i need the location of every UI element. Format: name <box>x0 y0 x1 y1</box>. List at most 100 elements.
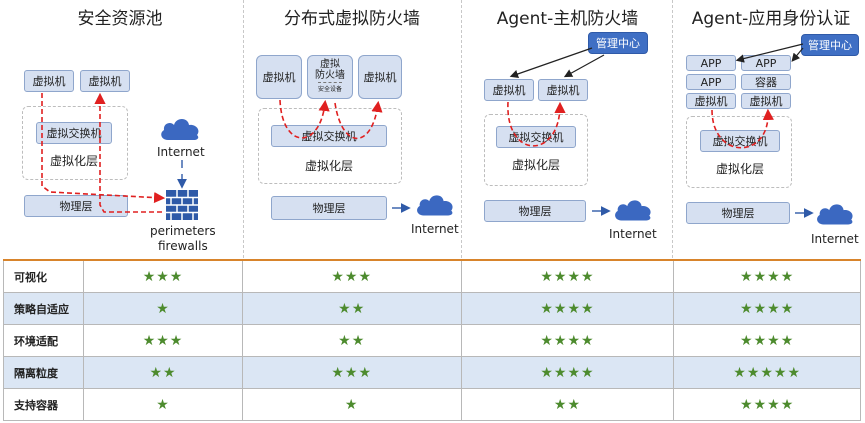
title-agent-app-auth: Agent-应用身份认证 <box>691 9 851 29</box>
col1-virt-layer-label: 虚拟化层 <box>50 154 99 168</box>
rating-cell: ★ <box>83 388 243 421</box>
column-separator-2 <box>461 0 462 258</box>
rating-cell: ★★★★ <box>460 292 675 326</box>
rating-cell: ★★★★ <box>460 324 675 358</box>
star-rating: ★★★ <box>142 332 184 349</box>
title-agent-host-fw: Agent-主机防火墙 <box>496 9 639 29</box>
col1-perimeter-label-1: perimeters <box>150 224 216 238</box>
col1-vm-1: 虚拟机 <box>24 70 74 92</box>
col4-app-2: APP <box>741 55 791 71</box>
col3-management-center: 管理中心 <box>588 32 648 54</box>
star-rating: ★★★★ <box>740 268 795 285</box>
rating-cell: ★★ <box>83 356 243 390</box>
title-distributed-fw: 分布式虚拟防火墙 <box>284 9 420 29</box>
column-separator-1 <box>243 0 244 258</box>
rating-cell: ★★★ <box>83 324 243 358</box>
star-rating: ★★ <box>338 332 366 349</box>
col2-vm-1: 虚拟机 <box>256 55 302 99</box>
star-rating: ★★★★★ <box>733 364 802 381</box>
col4-management-center: 管理中心 <box>801 34 859 56</box>
col4-physical-layer: 物理层 <box>686 202 790 224</box>
table-row: 策略自适应★★★★★★★★★★★ <box>2 292 861 326</box>
star-rating: ★★ <box>338 300 366 317</box>
star-rating: ★★★★ <box>540 332 595 349</box>
col2-vm-fw-line2: 防火墙 <box>315 70 345 81</box>
star-rating: ★★★★ <box>540 300 595 317</box>
row-label: 策略自适应 <box>2 292 85 326</box>
col4-virtualization-area <box>686 116 792 188</box>
row-label: 环境适配 <box>2 324 85 358</box>
star-rating: ★★★ <box>331 268 373 285</box>
col3-virtualization-area <box>484 114 588 186</box>
star-rating: ★★★★ <box>740 396 795 413</box>
rating-cell: ★★★ <box>241 259 462 294</box>
star-rating: ★ <box>156 300 170 317</box>
cloud-icon <box>615 200 651 221</box>
rating-cell: ★ <box>83 292 243 326</box>
col2-vm-3: 虚拟机 <box>358 55 402 99</box>
col3-physical-layer: 物理层 <box>484 200 586 222</box>
col2-virt-layer-label: 虚拟化层 <box>305 159 354 173</box>
col4-vm-2: 虚拟机 <box>741 93 791 109</box>
table-row: 可视化★★★★★★★★★★★★★★ <box>2 259 861 294</box>
col2-vm-fw-line3: 安全设备 <box>317 82 342 95</box>
col4-vswitch: 虚拟交换机 <box>700 130 780 152</box>
col2-internet-label: Internet <box>411 222 459 236</box>
firewall-icon <box>166 190 198 220</box>
column-separator-3 <box>672 0 673 258</box>
star-rating: ★★★ <box>142 268 184 285</box>
rating-cell: ★★ <box>241 324 462 358</box>
col4-app-1: APP <box>686 55 736 71</box>
row-label: 可视化 <box>2 259 85 294</box>
rating-cell: ★★★★ <box>673 388 861 421</box>
col4-virt-layer-label: 虚拟化层 <box>716 162 765 176</box>
col2-physical-layer: 物理层 <box>271 196 387 220</box>
cloud-icon <box>817 204 853 225</box>
star-rating: ★★★★ <box>740 332 795 349</box>
col1-internet-label: Internet <box>157 145 205 159</box>
col3-vswitch: 虚拟交换机 <box>496 126 576 148</box>
star-rating: ★★ <box>553 396 581 413</box>
rating-cell: ★★★ <box>241 356 462 390</box>
col3-internet-label: Internet <box>609 227 657 241</box>
rating-cell: ★★★★★ <box>673 356 861 390</box>
star-rating: ★★ <box>149 364 177 381</box>
rating-cell: ★★★★ <box>460 259 675 294</box>
rating-cell: ★★ <box>241 292 462 326</box>
table-row: 支持容器★★★★★★★★ <box>2 388 861 421</box>
col3-vm-2: 虚拟机 <box>538 79 588 101</box>
table-row: 环境适配★★★★★★★★★★★★★ <box>2 324 861 358</box>
col1-vm-2: 虚拟机 <box>80 70 130 92</box>
table-row: 隔离粒度★★★★★★★★★★★★★★ <box>2 356 861 390</box>
col2-vswitch: 虚拟交换机 <box>271 125 387 147</box>
rating-cell: ★★★★ <box>673 292 861 326</box>
rating-cell: ★★★★ <box>673 259 861 294</box>
rating-cell: ★★★★ <box>460 356 675 390</box>
title-security-pool: 安全资源池 <box>77 9 163 29</box>
col3-virt-layer-label: 虚拟化层 <box>512 158 561 172</box>
col4-app-3: APP <box>686 74 736 90</box>
star-rating: ★★★★ <box>540 268 595 285</box>
row-label: 隔离粒度 <box>2 356 85 390</box>
col4-container: 容器 <box>741 74 791 90</box>
cloud-icon <box>161 119 199 140</box>
col3-vm-1: 虚拟机 <box>484 79 534 101</box>
cloud-icon <box>417 195 453 216</box>
col1-perimeter-label-2: firewalls <box>158 239 208 253</box>
col2-vm-fw-line1: 虚拟 <box>320 59 340 70</box>
star-rating: ★ <box>344 396 359 413</box>
rating-cell: ★★ <box>460 388 675 421</box>
row-label: 支持容器 <box>2 388 85 421</box>
star-rating: ★★★ <box>331 364 373 381</box>
col4-vm-1: 虚拟机 <box>686 93 736 109</box>
star-rating: ★ <box>156 396 170 413</box>
col1-physical-layer: 物理层 <box>24 195 128 217</box>
col1-vswitch: 虚拟交换机 <box>36 122 112 144</box>
comparison-table: 可视化★★★★★★★★★★★★★★策略自适应★★★★★★★★★★★环境适配★★★… <box>2 259 861 421</box>
rating-cell: ★ <box>241 388 462 421</box>
rating-cell: ★★★★ <box>673 324 861 358</box>
col4-internet-label: Internet <box>811 232 859 246</box>
rating-cell: ★★★ <box>83 259 243 294</box>
col2-virtualization-area <box>258 108 402 184</box>
star-rating: ★★★★ <box>740 300 795 317</box>
